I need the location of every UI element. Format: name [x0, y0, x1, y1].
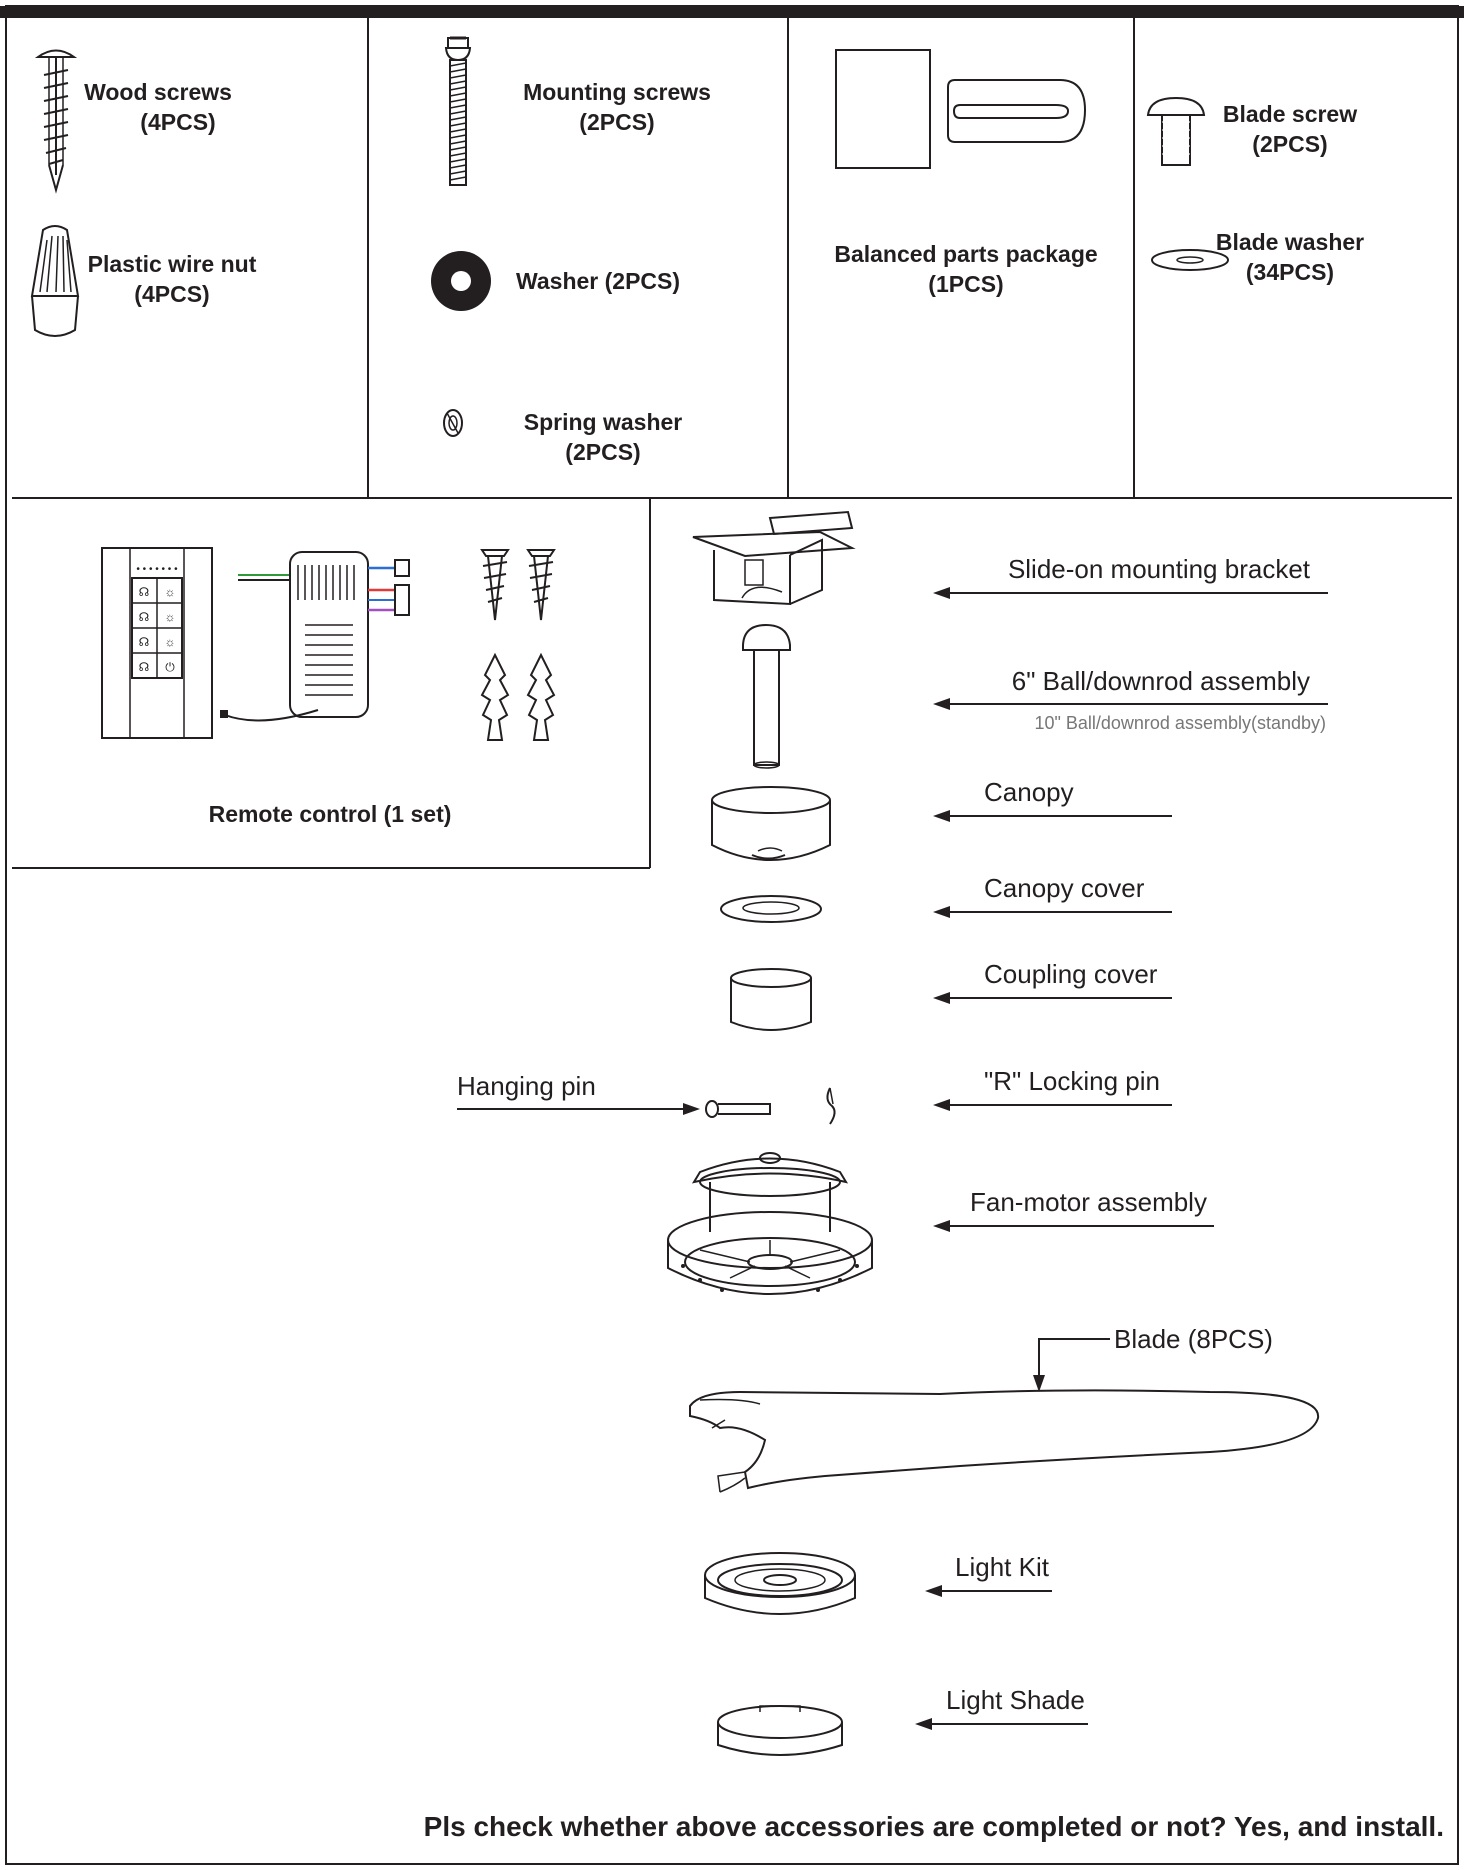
motor-label: Fan-motor assembly	[970, 1187, 1207, 1217]
svg-text:☊: ☊	[139, 635, 150, 649]
light-shade-label: Light Shade	[946, 1685, 1085, 1715]
canopy-label: Canopy	[984, 777, 1074, 807]
blade-label: Blade (8PCS)	[1114, 1324, 1273, 1354]
balance-weight-icon	[835, 49, 931, 169]
svg-text:• • • • • • •: • • • • • • •	[136, 564, 178, 575]
spring-washer-icon	[443, 409, 463, 437]
blade-screw-qty: (2PCS)	[1252, 131, 1327, 157]
wall-anchors-icon	[480, 652, 556, 741]
svg-text:☊: ☊	[139, 585, 150, 599]
light-kit-icon	[704, 1552, 856, 1615]
light-kit-label: Light Kit	[955, 1552, 1050, 1582]
arrow-light-kit	[925, 1585, 1052, 1597]
hanging-pin-label: Hanging pin	[457, 1071, 596, 1101]
arrow-downrod	[933, 698, 1328, 710]
washer-icon	[431, 251, 491, 311]
wire-nut-qty: (4PCS)	[134, 281, 209, 307]
receiver-icon	[220, 551, 410, 722]
light-shade-icon	[717, 1705, 843, 1756]
svg-text:☊: ☊	[139, 660, 150, 674]
blade-washer-qty: (34PCS)	[1246, 259, 1334, 285]
blade-screw-icon	[1146, 96, 1206, 166]
arrow-locking-pin	[933, 1099, 1172, 1111]
wood-screws-label: Wood screws	[84, 79, 232, 105]
svg-text:☼: ☼	[165, 610, 176, 624]
locking-pin-icon	[826, 1087, 836, 1125]
arrow-canopy-cover	[933, 906, 1172, 918]
balanced-parts-qty: (1PCS)	[928, 271, 1003, 297]
downrod-standby-label: 10" Ball/downrod assembly(standby)	[1034, 713, 1326, 733]
bracket-label: Slide-on mounting bracket	[1008, 554, 1311, 584]
balance-clip-icon	[947, 79, 1087, 143]
mounting-screws-label: Mounting screws	[523, 79, 711, 105]
hanging-pin-icon	[705, 1100, 771, 1118]
spring-washer-label: Spring washer	[524, 409, 683, 435]
mounting-bracket-icon	[692, 510, 856, 606]
arrow-canopy	[933, 810, 1172, 822]
remote-control-label: Remote control (1 set)	[209, 801, 452, 827]
blade-screw-label: Blade screw	[1223, 101, 1357, 127]
arrow-blade	[1033, 1338, 1110, 1392]
blade-washer-icon	[1151, 249, 1229, 271]
downrod-label: 6" Ball/downrod assembly	[1012, 666, 1310, 696]
svg-text:☊: ☊	[139, 610, 150, 624]
locking-pin-label: "R" Locking pin	[984, 1066, 1160, 1096]
blade-icon	[689, 1389, 1320, 1493]
washer-label: Washer (2PCS)	[516, 268, 680, 294]
svg-text:☼: ☼	[165, 635, 176, 649]
fan-motor-icon	[667, 1152, 873, 1295]
svg-text:⏻: ⏻	[165, 660, 175, 674]
wood-screw-icon	[34, 49, 78, 194]
arrow-coupling-cover	[933, 992, 1172, 1004]
wall-screws-icon	[480, 549, 556, 621]
blade-washer-label: Blade washer	[1216, 229, 1364, 255]
arrow-hanging-pin	[457, 1103, 700, 1115]
canopy-cover-label: Canopy cover	[984, 873, 1145, 903]
wire-nut-label: Plastic wire nut	[88, 251, 257, 277]
canopy-icon	[711, 786, 831, 861]
arrow-bracket	[933, 587, 1328, 599]
spring-washer-qty: (2PCS)	[565, 439, 640, 465]
coupling-cover-icon	[730, 968, 812, 1031]
mounting-screws-qty: (2PCS)	[579, 109, 654, 135]
mounting-screw-icon	[444, 36, 472, 186]
wall-transmitter-icon: ☊ ☼ ☊ ☼ ☊ ☼ ☊ ⏻ • • • • • • •	[101, 547, 213, 739]
svg-text:☼: ☼	[165, 585, 176, 599]
canopy-cover-icon	[720, 895, 822, 923]
balanced-parts-label: Balanced parts package	[834, 241, 1097, 267]
coupling-cover-label: Coupling cover	[984, 959, 1158, 989]
footer-note: Pls check whether above accessories are …	[424, 1811, 1444, 1842]
arrow-motor	[933, 1220, 1214, 1232]
wood-screws-qty: (4PCS)	[140, 109, 215, 135]
arrow-light-shade	[915, 1718, 1088, 1730]
frame	[0, 5, 1464, 1865]
wire-nut-icon	[30, 225, 80, 337]
downrod-icon	[742, 623, 791, 769]
